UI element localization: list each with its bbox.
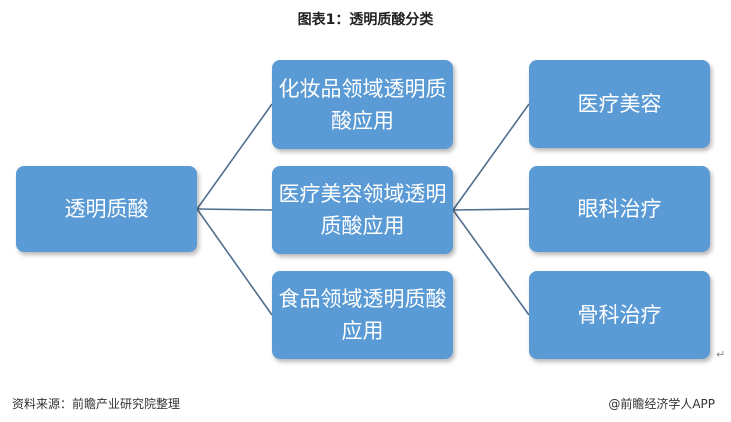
brand-credit: @前瞻经济学人APP	[608, 397, 715, 411]
source-note: 资料来源：前瞻产业研究院整理	[12, 397, 181, 411]
paragraph-mark: ↵	[716, 348, 726, 361]
node-medical-beauty: 医疗美容	[529, 60, 710, 148]
connector-mid2-leaf2	[452, 208, 530, 211]
node-cosmetics-application: 化妆品领域透明质酸应用	[272, 60, 453, 149]
node-label: 化妆品领域透明质酸应用	[278, 76, 447, 133]
connector-root-mid2	[196, 208, 273, 211]
node-label: 眼科治疗	[577, 197, 662, 221]
connector-root-mid3	[196, 208, 273, 316]
connector-mid2-leaf3	[452, 209, 530, 316]
node-label: 透明质酸	[64, 197, 149, 221]
node-ophthalmology: 眼科治疗	[529, 166, 710, 252]
node-hyaluronic-acid: 透明质酸	[16, 166, 197, 252]
node-medical-beauty-application: 医疗美容领域透明质酸应用	[272, 166, 453, 254]
node-label: 食品领域透明质酸应用	[278, 287, 447, 343]
node-label: 骨科治疗	[577, 303, 662, 327]
node-label: 医疗美容领域透明质酸应用	[278, 182, 447, 238]
connector-root-mid1	[196, 103, 273, 210]
node-orthopedics: 骨科治疗	[529, 271, 710, 359]
connector-mid2-leaf1	[452, 103, 530, 211]
node-food-application: 食品领域透明质酸应用	[272, 271, 453, 359]
figure-title: 图表1：透明质酸分类	[297, 12, 434, 28]
node-label: 医疗美容	[577, 92, 662, 116]
